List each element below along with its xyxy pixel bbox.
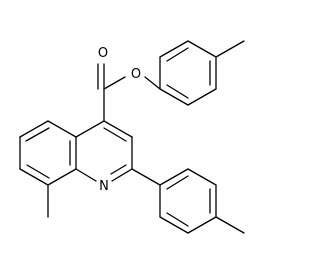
- bond: [159, 168, 189, 186]
- bond: [159, 88, 189, 106]
- bond: [187, 40, 217, 58]
- bond: [187, 88, 217, 106]
- bond-double: [110, 164, 127, 175]
- bond: [75, 168, 97, 182]
- bond: [187, 168, 217, 186]
- bond: [187, 216, 217, 234]
- structure-canvas: N O O: [19, 40, 245, 234]
- bond-double: [26, 164, 50, 179]
- p-tolyl-ring: [159, 168, 217, 234]
- methyl-bond: [215, 40, 245, 58]
- bond-double: [166, 84, 189, 99]
- bond-double: [25, 127, 50, 142]
- benzo-ring: [19, 120, 77, 186]
- pyridine-ring: [75, 120, 133, 182]
- ether-oxygen-label: O: [131, 67, 141, 82]
- bond: [159, 40, 189, 58]
- bond: [47, 120, 77, 138]
- bond: [144, 76, 161, 90]
- bond-double: [166, 47, 189, 62]
- bond: [19, 168, 49, 186]
- bond: [103, 76, 126, 90]
- bond-double: [166, 212, 189, 227]
- methyl-bond: [215, 216, 245, 234]
- ester-group: [97, 63, 161, 122]
- bond: [159, 216, 189, 234]
- bond-double: [166, 175, 189, 190]
- bond: [131, 168, 161, 186]
- carbonyl-oxygen-label: O: [98, 46, 108, 61]
- bond: [103, 120, 133, 138]
- nitrogen-atom-label: N: [99, 179, 109, 194]
- bond: [111, 168, 133, 182]
- bond-double: [103, 127, 127, 142]
- bond: [19, 120, 49, 138]
- bond: [75, 120, 105, 138]
- m-tolyl-ring: [159, 40, 217, 106]
- bond: [47, 168, 77, 186]
